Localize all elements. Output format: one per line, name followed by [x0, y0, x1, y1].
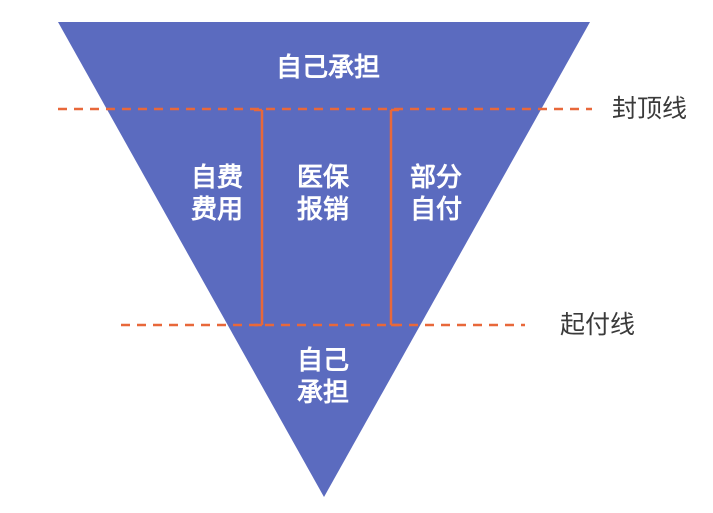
deductible-line-label: 起付线 [560, 310, 636, 339]
cap-line-label: 封顶线 [612, 94, 688, 123]
left-zone-label: 自费 费用 [182, 162, 252, 226]
bottom-zone-line1: 自己 [296, 346, 349, 376]
left-zone-line2: 费用 [190, 195, 243, 225]
right-zone-label: 部分 自付 [401, 162, 471, 226]
inverted-triangle-funnel [58, 22, 590, 497]
right-zone-line1: 部分 [409, 163, 462, 193]
middle-zone-label: 医保 报销 [288, 162, 358, 226]
left-zone-line1: 自费 [190, 163, 243, 193]
middle-zone-line2: 报销 [296, 195, 349, 225]
right-zone-line2: 自付 [409, 195, 462, 225]
bottom-zone-label: 自己 承担 [288, 345, 358, 409]
top-zone-label: 自己承担 [258, 52, 398, 84]
bottom-zone-line2: 承担 [296, 378, 349, 408]
top-zone-text: 自己承担 [275, 53, 380, 83]
middle-zone-line1: 医保 [296, 163, 349, 193]
